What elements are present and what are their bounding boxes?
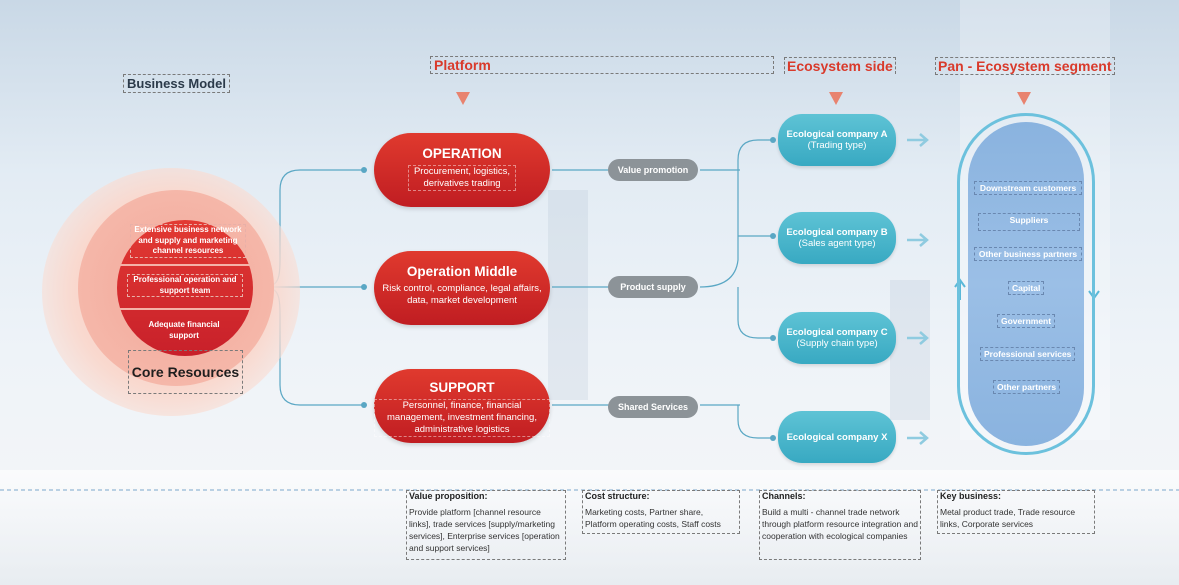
pan-ecosystem-header: Pan - Ecosystem segment: [935, 57, 1115, 75]
note-body: Marketing costs, Partner share, Platform…: [585, 507, 721, 529]
eco-company-title: Ecological company B: [786, 227, 888, 238]
eco-company-title: Ecological company X: [786, 432, 888, 443]
eco-company-sub: (Supply chain type): [796, 338, 878, 349]
eco-company-sub: (Trading type): [807, 140, 867, 151]
note-key-business: Key business: Metal product trade, Trade…: [937, 490, 1095, 534]
pan-ecosystem-item: Downstream customers: [974, 181, 1082, 195]
note-body: Metal product trade, Trade resource link…: [940, 507, 1076, 529]
core-resources-circle: [117, 220, 253, 356]
business-model-label: Business Model: [123, 74, 230, 93]
core-divider: [120, 308, 250, 310]
platform-header: Platform: [434, 57, 491, 73]
connector-product-supply: Product supply: [608, 276, 698, 298]
eco-company-x: Ecological company X: [778, 411, 896, 463]
pan-ecosystem-capsule-outer: [957, 113, 1095, 455]
pan-ecosystem-item: Government: [997, 314, 1056, 328]
background-building: [890, 280, 930, 420]
platform-node-desc: Risk control, compliance, legal affairs,…: [382, 283, 542, 306]
eco-company-sub: (Sales agent type): [798, 238, 876, 249]
connector-shared-services: Shared Services: [608, 396, 698, 418]
eco-company-a: Ecological company A (Trading type): [778, 114, 896, 166]
pan-ecosystem-item: Other partners: [993, 380, 1061, 394]
core-resource-item: Extensive business network and supply an…: [130, 224, 246, 258]
note-title: Channels:: [762, 491, 806, 501]
core-resources-label: Core Resources: [128, 350, 243, 394]
note-title: Key business:: [940, 491, 1002, 501]
pan-ecosystem-item: Capital: [1008, 281, 1045, 295]
platform-node-desc: Personnel, finance, financial management…: [374, 399, 550, 437]
floor-reflection: [0, 470, 1179, 585]
pan-ecosystem-down-arrow-icon: [1017, 92, 1031, 105]
platform-node-support: SUPPORT Personnel, finance, financial ma…: [374, 369, 550, 443]
note-body: Provide platform [channel resource links…: [409, 507, 560, 553]
note-channels: Channels: Build a multi - channel trade …: [759, 490, 921, 560]
pan-ecosystem-item: Other business partners: [974, 247, 1082, 261]
ecosystem-down-arrow-icon: [829, 92, 843, 105]
note-title: Cost structure:: [585, 491, 650, 501]
eco-company-title: Ecological company C: [786, 327, 888, 338]
background-building: [548, 190, 588, 400]
eco-company-c: Ecological company C (Supply chain type): [778, 312, 896, 364]
pan-ecosystem-item: Professional services: [980, 347, 1076, 361]
platform-node-operation-middle: Operation Middle Risk control, complianc…: [374, 251, 550, 325]
eco-company-b: Ecological company B (Sales agent type): [778, 212, 896, 264]
platform-node-operation: OPERATION Procurement, logistics, deriva…: [374, 133, 550, 207]
platform-node-title: SUPPORT: [429, 380, 495, 395]
note-value-proposition: Value proposition: Provide platform [cha…: [406, 490, 566, 560]
platform-down-arrow-icon: [456, 92, 470, 105]
note-cost-structure: Cost structure: Marketing costs, Partner…: [582, 490, 740, 534]
note-body: Build a multi - channel trade network th…: [762, 507, 918, 541]
eco-company-title: Ecological company A: [786, 129, 888, 140]
connector-value-promotion: Value promotion: [608, 159, 698, 181]
ecosystem-side-header: Ecosystem side: [784, 57, 896, 74]
platform-node-title: Operation Middle: [406, 264, 518, 279]
pan-ecosystem-item: Suppliers: [978, 213, 1080, 231]
note-title: Value proposition:: [409, 491, 488, 501]
core-resource-item: Adequate financial support: [148, 320, 220, 340]
platform-header-frame: [430, 56, 774, 74]
platform-node-title: OPERATION: [422, 146, 502, 161]
core-resource-item: Professional operation and support team: [127, 274, 243, 297]
core-divider: [120, 264, 250, 266]
pan-ecosystem-capsule: [968, 122, 1084, 446]
platform-node-desc: Procurement, logistics, derivatives trad…: [408, 165, 516, 191]
